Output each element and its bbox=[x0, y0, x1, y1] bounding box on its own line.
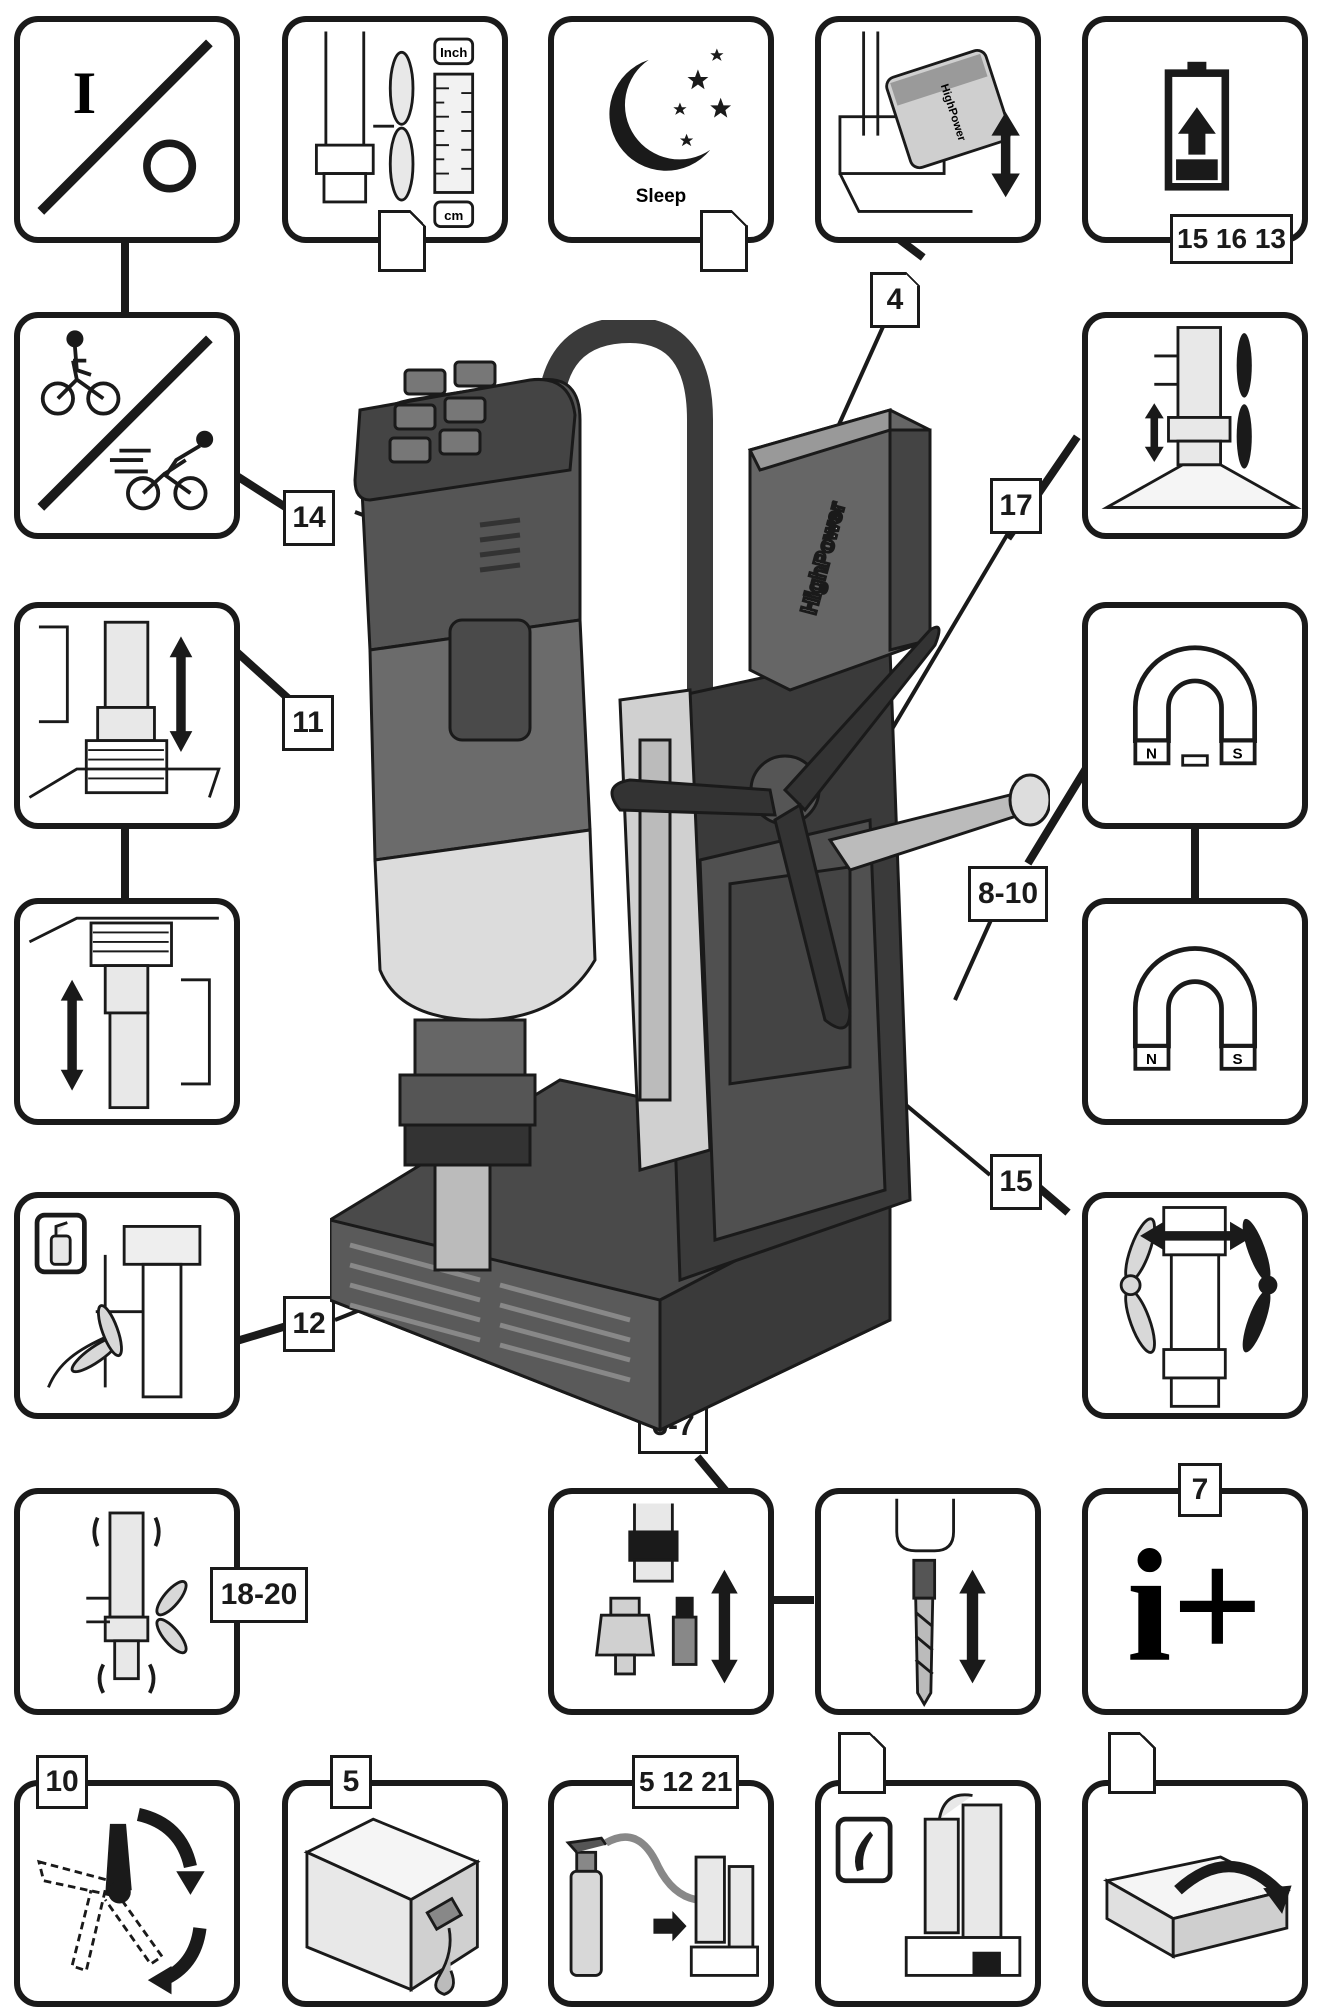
up-down-arrow-icon bbox=[1144, 403, 1164, 462]
panel-guide-adjust-down bbox=[14, 898, 240, 1125]
panel-coolant-spray bbox=[548, 1780, 774, 2007]
ruler-icon bbox=[433, 72, 475, 194]
tag-15: 15 bbox=[990, 1154, 1042, 1210]
panel-chuck-change bbox=[548, 1488, 774, 1715]
panel-bit-insert bbox=[815, 1488, 1041, 1715]
panel-battery-insert: HighPower bbox=[815, 16, 1041, 243]
up-down-arrow-icon bbox=[169, 636, 193, 752]
magnet-icon bbox=[1132, 946, 1258, 1049]
tag-7: 7 bbox=[1178, 1463, 1222, 1517]
drill-chuck-icon bbox=[595, 1596, 656, 1676]
panel-handle-side-change bbox=[1082, 1192, 1308, 1419]
control-button bbox=[453, 360, 497, 388]
oil-drop-icon bbox=[854, 1831, 874, 1872]
moon-icon bbox=[609, 59, 711, 171]
control-button bbox=[438, 428, 482, 456]
inch-label: Inch bbox=[440, 45, 467, 60]
up-down-arrow-icon bbox=[959, 1569, 986, 1684]
panel-vibration-check bbox=[14, 1488, 240, 1715]
core-bit-icon bbox=[671, 1596, 698, 1666]
feed-handle-icon bbox=[1236, 333, 1252, 469]
up-down-arrow-icon bbox=[711, 1569, 738, 1684]
left-right-arrow-icon bbox=[1140, 1221, 1254, 1251]
panel-sleep-mode: Sleep bbox=[548, 16, 774, 243]
document-icon bbox=[700, 210, 748, 272]
twist-drill-icon bbox=[912, 1558, 937, 1708]
panel-lever-rotate bbox=[14, 1780, 240, 2007]
north-label: N bbox=[1146, 1051, 1157, 1068]
panel-magnet-off: N S bbox=[1082, 602, 1308, 829]
panel-depth-scale: Inch cm bbox=[282, 16, 508, 243]
south-label: S bbox=[1233, 746, 1243, 763]
battery-pack: HighPower bbox=[747, 408, 932, 692]
document-icon bbox=[378, 210, 426, 272]
slow-cyclist-icon bbox=[40, 330, 121, 416]
on-symbol: I bbox=[73, 60, 97, 127]
tag-5: 5 bbox=[330, 1755, 372, 1809]
control-button bbox=[393, 403, 437, 431]
panel-depth-stop bbox=[1082, 312, 1308, 539]
control-button bbox=[403, 368, 447, 396]
panel-speed-mode bbox=[14, 312, 240, 539]
coolant-canister-icon bbox=[303, 1817, 481, 1996]
document-icon bbox=[1108, 1732, 1156, 1794]
panel-more-info: i+ bbox=[1082, 1488, 1308, 1715]
feed-handle-icon bbox=[155, 1580, 188, 1655]
battery-pack-icon: HighPower bbox=[885, 48, 1012, 170]
south-label: S bbox=[1233, 1051, 1243, 1068]
stars-icon bbox=[673, 48, 732, 147]
control-panel bbox=[353, 360, 577, 502]
up-arrow-icon bbox=[1177, 107, 1216, 155]
tag-14: 14 bbox=[283, 490, 335, 546]
drill-stand bbox=[658, 648, 912, 1283]
north-label: N bbox=[1146, 746, 1157, 763]
sleep-label: Sleep bbox=[636, 186, 686, 207]
spindle-chuck bbox=[398, 1018, 537, 1272]
magnetic-drill-illustration: HighPower bbox=[330, 320, 1050, 1433]
panel-battery-charge bbox=[1082, 16, 1308, 243]
tag-15-16-13: 15 16 13 bbox=[1170, 214, 1293, 264]
feed-handle-icon bbox=[388, 50, 415, 202]
lever-icon bbox=[105, 1823, 132, 1904]
spray-bottle-icon bbox=[565, 1836, 608, 1977]
document-icon bbox=[838, 1732, 886, 1794]
tag-4: 4 bbox=[870, 272, 920, 328]
panel-coolant-fill bbox=[282, 1780, 508, 2007]
fast-cyclist-icon bbox=[109, 430, 214, 511]
panel-cleaning bbox=[815, 1780, 1041, 2007]
magnet-icon bbox=[1132, 645, 1258, 743]
tag-10: 10 bbox=[36, 1755, 88, 1809]
right-arrow-icon bbox=[653, 1911, 687, 1942]
tag-18-20: 18-20 bbox=[210, 1567, 308, 1623]
panel-storage-case bbox=[1082, 1780, 1308, 2007]
off-symbol bbox=[143, 139, 197, 193]
rotate-arrow-icon bbox=[176, 1871, 205, 1895]
panel-guide-adjust-up bbox=[14, 602, 240, 829]
rotate-arrow-icon bbox=[147, 1965, 172, 1995]
tag-12: 12 bbox=[283, 1296, 335, 1352]
panel-on-off-switch: I bbox=[14, 16, 240, 243]
vibration-icon bbox=[92, 1516, 161, 1694]
panel-coolant-system bbox=[14, 1192, 240, 1419]
control-button bbox=[443, 396, 487, 424]
tag-17: 17 bbox=[990, 478, 1042, 534]
tag-5-12-21: 5 12 21 bbox=[632, 1755, 740, 1809]
info-plus-icon: i+ bbox=[1127, 1517, 1263, 1695]
cm-label: cm bbox=[444, 208, 463, 223]
control-button bbox=[388, 436, 432, 464]
feed-handle-icon bbox=[70, 1304, 123, 1374]
panel-magnet-on: N S bbox=[1082, 898, 1308, 1125]
tag-11: 11 bbox=[282, 695, 334, 751]
up-down-arrow-icon bbox=[991, 111, 1020, 198]
feed-handle bbox=[610, 625, 1050, 1030]
tag-8-10: 8-10 bbox=[968, 866, 1048, 922]
rotate-arrow-icon bbox=[1263, 1885, 1292, 1914]
up-down-arrow-icon bbox=[60, 979, 84, 1091]
